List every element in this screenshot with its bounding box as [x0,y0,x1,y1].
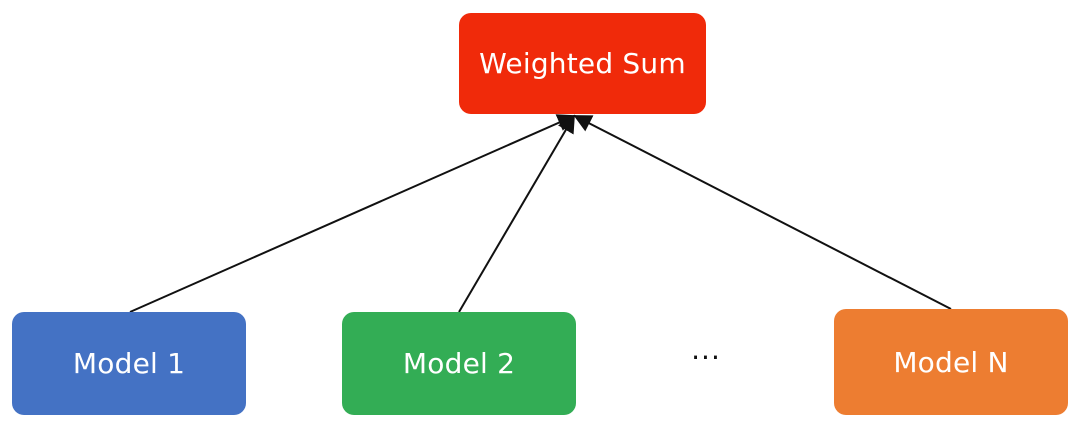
model-n-label: Model N [893,345,1009,379]
model-2-label: Model 2 [402,347,516,380]
edge-model-2-to-sum [458,114,575,313]
edge-model-n-to-sum [573,115,952,310]
ellipsis-text: ··· [691,341,721,374]
weighted-sum-label: Weighted Sum [479,47,686,80]
weighted-sum-node: Weighted Sum [459,13,706,114]
model-2-node: Model 2 [342,312,576,415]
edge-model-1-to-sum [129,114,576,313]
model-1-label: Model 1 [72,347,186,380]
model-1-node: Model 1 [12,312,246,415]
model-n-node: Model N [834,309,1068,415]
